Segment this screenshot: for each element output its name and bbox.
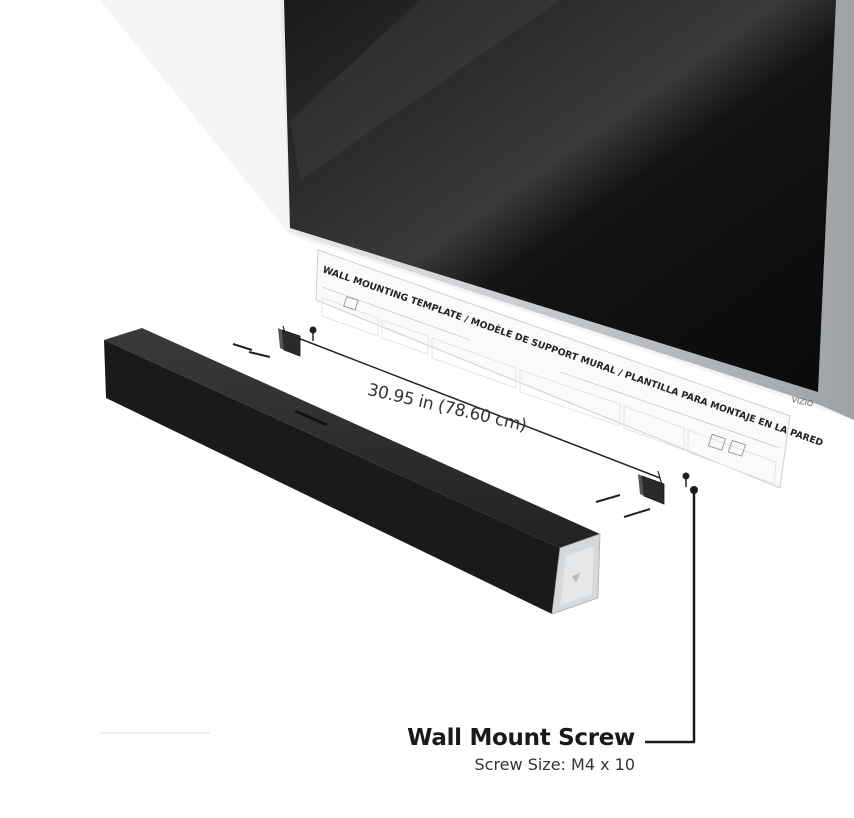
right-bracket — [638, 474, 665, 505]
screw-size-label: Screw Size: M4 x 10 — [474, 755, 636, 774]
tv-brand-logo: VIZIO — [791, 395, 814, 408]
callout-dot — [690, 486, 698, 494]
left-bracket — [278, 328, 301, 357]
screen-glare — [290, 0, 560, 180]
dimension-line — [284, 332, 661, 479]
tv-screen — [284, 0, 836, 392]
right-screws — [595, 472, 690, 518]
wall-mount-screw-title: Wall Mount Screw — [407, 725, 635, 751]
left-screws — [232, 326, 317, 358]
soundbar — [104, 328, 601, 615]
